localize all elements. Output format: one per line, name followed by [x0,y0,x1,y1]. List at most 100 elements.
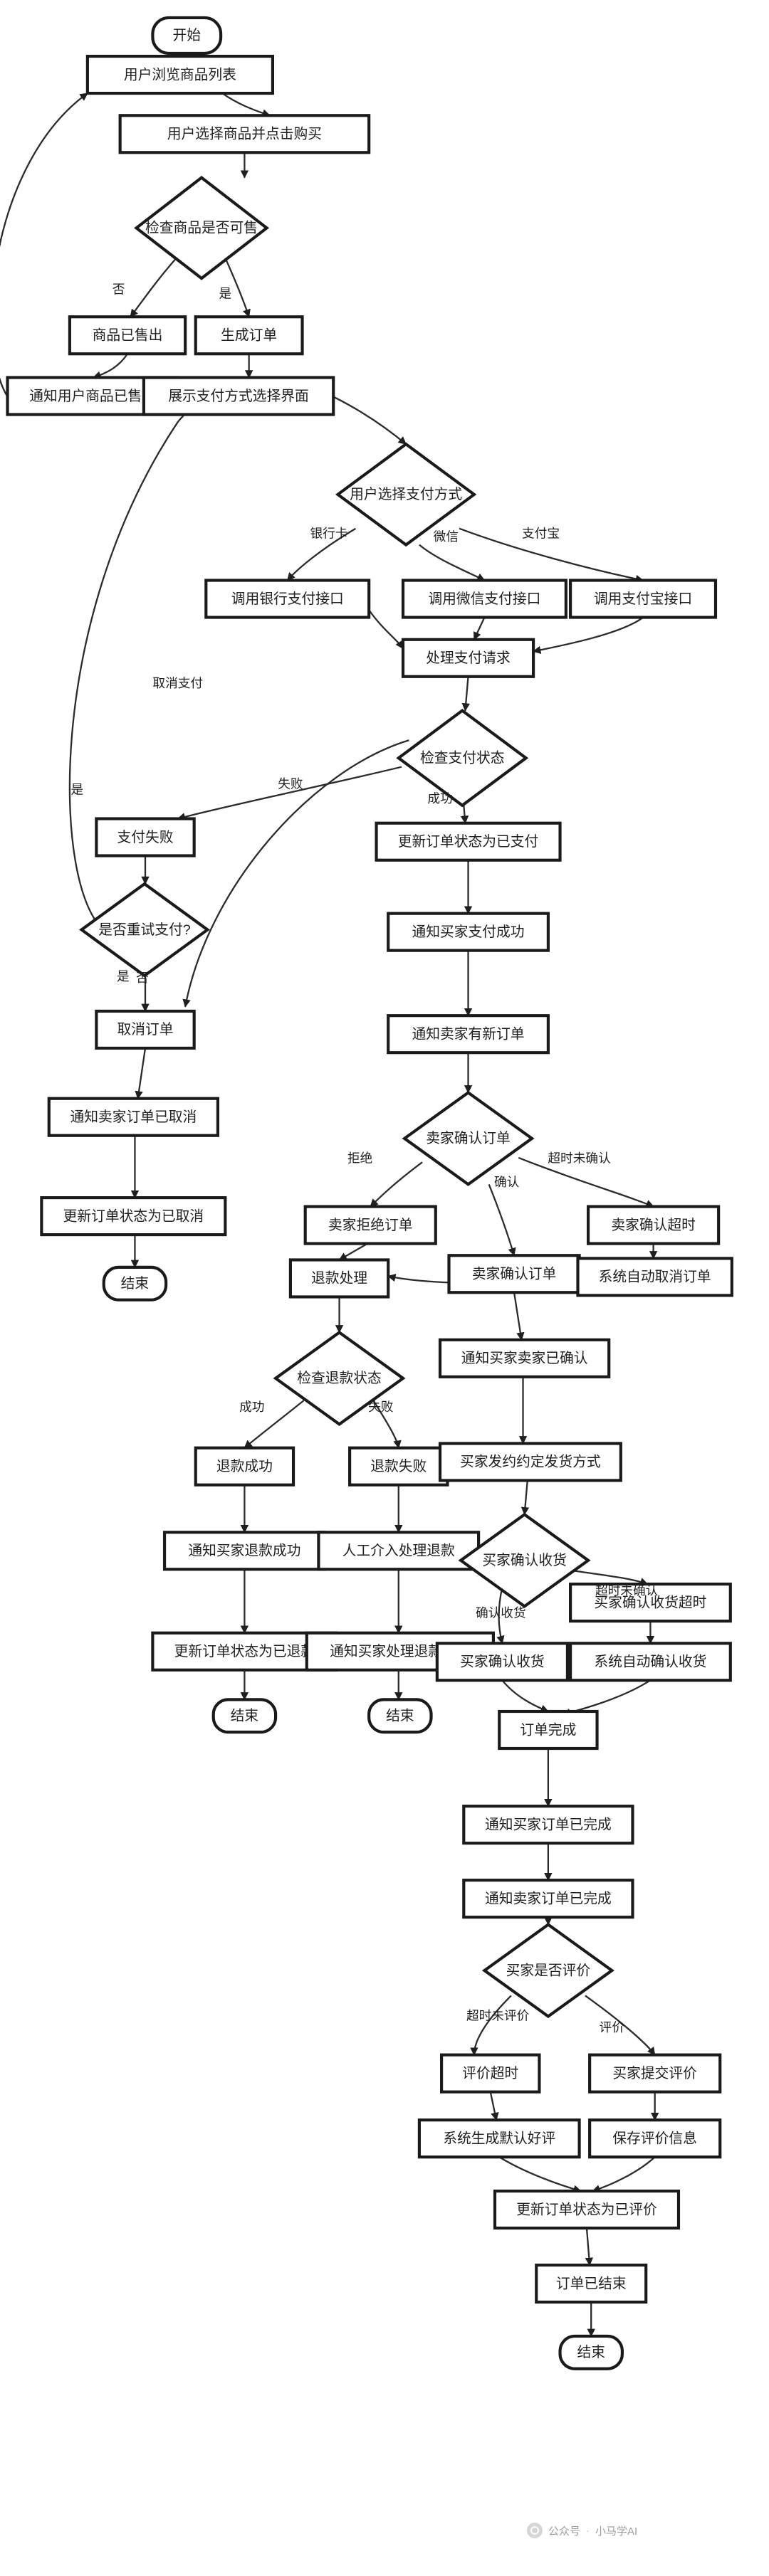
process-shape [95,1009,196,1050]
flow-node-review_timeout[interactable]: 评价超时 [440,2053,541,2094]
edge-label: 评价 [600,2020,625,2034]
process-shape [440,2053,541,2094]
flow-node-auto_good_review[interactable]: 系统生成默认好评 [417,2118,581,2159]
flow-node-notify_refund_ok[interactable]: 通知买家退款成功 [162,1531,326,1571]
flow-node-seller_confirm_order[interactable]: 卖家确认订单 [447,1254,581,1294]
flow-node-end_final[interactable]: 结束 [558,2334,624,2370]
node-label: 通知买家支付成功 [412,924,525,940]
node-label: 结束 [231,1709,259,1724]
flow-node-choose_pay[interactable]: 用户选择支付方式 [335,442,477,547]
node-label: 通知卖家订单已取消 [70,1109,197,1125]
flow-node-browse[interactable]: 用户浏览商品列表 [85,54,275,95]
flow-node-notify_seller_done[interactable]: 通知卖家订单已完成 [462,1879,634,1919]
flow-node-select[interactable]: 用户选择商品并点击购买 [118,114,371,154]
flow-node-buyer_review[interactable]: 买家是否评价 [481,1923,614,2019]
process-shape [317,1531,481,1571]
flow-node-auto_cancel[interactable]: 系统自动取消订单 [576,1257,733,1297]
process-shape [569,579,718,619]
flow-node-notify_seller_order[interactable]: 通知卖家有新订单 [387,1014,550,1055]
flow-node-status_reviewed[interactable]: 更新订单状态为已评价 [493,2190,681,2230]
flow-node-check_refund[interactable]: 检查退款状态 [273,1330,406,1426]
node-label: 买家发约约定发货方式 [460,1455,601,1470]
flow-node-seller_confirm[interactable]: 卖家确认订单 [402,1090,535,1186]
flow-node-save_review[interactable]: 保存评价信息 [588,2118,722,2159]
flow-node-notify_buyer_done[interactable]: 通知买家订单已完成 [462,1805,634,1845]
flow-node-gen_order[interactable]: 生成订单 [194,315,304,356]
flow-node-pay_fail[interactable]: 支付失败 [95,817,196,857]
flow-node-notify_buyer_paid[interactable]: 通知买家支付成功 [387,912,550,952]
flow-node-start[interactable]: 开始 [151,16,223,55]
watermark-separator: · [586,2524,590,2537]
node-label: 通知卖家有新订单 [412,1026,525,1042]
edge-label: 失败 [368,1400,394,1414]
process-shape [118,114,371,154]
edge-label: 成功 [427,791,452,806]
terminator-shape [211,1698,278,1734]
node-label: 退款失败 [370,1459,427,1474]
flow-node-status_cancelled[interactable]: 更新订单状态为已取消 [40,1196,227,1237]
flow-node-refund_fail[interactable]: 退款失败 [348,1446,449,1487]
flow-node-bank_api[interactable]: 调用银行支付接口 [204,579,371,619]
process-shape [85,54,275,95]
node-label: 更新订单状态为已取消 [63,1208,204,1224]
flow-node-notify_buyer_confirmed[interactable]: 通知买家卖家已确认 [438,1338,611,1378]
flow-node-show_pay_ui[interactable]: 展示支付方式选择界面 [142,376,335,416]
flow-node-wechat_api[interactable]: 调用微信支付接口 [401,579,567,619]
flow-node-handle_pay[interactable]: 处理支付请求 [401,638,535,678]
node-label: 订单已结束 [556,2276,627,2291]
node-label: 检查商品是否可售 [145,221,258,236]
flow-node-notify_refund_abnormal[interactable]: 通知买家处理退款异常 [305,1631,495,1672]
flow-node-auto_confirm_recv[interactable]: 系统自动确认收货 [569,1642,732,1682]
decision-shape [402,1090,535,1186]
node-label: 评价超时 [462,2066,518,2081]
process-shape [493,2190,681,2230]
process-shape [142,376,335,416]
flow-node-buyer_confirm_node[interactable]: 买家确认收货 [435,1642,570,1682]
flow-node-refund_process[interactable]: 退款处理 [288,1258,390,1299]
flow-node-status_paid[interactable]: 更新订单状态为已支付 [375,821,562,862]
node-label: 调用支付宝接口 [594,591,692,607]
flow-node-buyer_do_review[interactable]: 买家提交评价 [588,2053,722,2094]
flow-node-cancel_order[interactable]: 取消订单 [95,1009,196,1050]
node-label: 退款成功 [216,1459,273,1474]
process-shape [387,1014,550,1055]
flow-node-end_cancel[interactable]: 结束 [102,1265,168,1302]
flow-node-seller_reject[interactable]: 卖家拒绝订单 [303,1205,437,1245]
node-label: 通知买家处理退款异常 [330,1644,471,1659]
flow-node-order_done[interactable]: 订单完成 [498,1709,599,1751]
flow-node-alipay_api[interactable]: 调用支付宝接口 [569,579,718,619]
flow-node-buyer_confirm_recv[interactable]: 买家确认收货 [458,1512,591,1608]
node-label: 人工介入处理退款 [342,1543,455,1559]
flow-node-retry_pay[interactable]: 是否重试支付? [79,882,210,978]
process-shape [417,2118,581,2159]
decision-shape [79,882,210,978]
flow-node-order_closed[interactable]: 订单已结束 [535,2264,648,2304]
node-label: 展示支付方式选择界面 [168,389,309,404]
watermark-prefix: 公众号 [548,2525,581,2538]
node-label: 调用微信支付接口 [428,591,540,607]
flow-node-notify_cancel[interactable]: 通知卖家订单已取消 [47,1097,220,1137]
node-label: 用户浏览商品列表 [124,67,236,83]
flow-node-seller_ship[interactable]: 买家发约约定发货方式 [438,1442,622,1482]
process-shape [586,1205,721,1245]
edge-label: 微信 [434,529,459,544]
flow-node-refund_ok[interactable]: 退款成功 [194,1446,295,1487]
flow-node-check_pay[interactable]: 检查支付状态 [396,709,529,808]
node-label: 通知买家卖家已确认 [461,1351,588,1366]
flow-node-end_refund_fail[interactable]: 结束 [367,1698,433,1734]
node-label: 商品已售出 [93,327,163,343]
flow-node-sold_out[interactable]: 商品已售出 [68,315,187,356]
node-label: 买家是否评价 [506,1963,591,1978]
watermark-name: 小马学AI [595,2525,638,2538]
flow-node-check_stock[interactable]: 检查商品是否可售 [134,176,270,280]
process-shape [47,1097,220,1137]
flow-node-manual_refund[interactable]: 人工介入处理退款 [317,1531,481,1571]
node-label: 生成订单 [221,327,277,343]
flow-node-seller_timeout_node[interactable]: 卖家确认超时 [586,1205,721,1245]
flow-node-end_refund[interactable]: 结束 [211,1698,278,1734]
process-shape [462,1879,634,1919]
flow-node-recv_timeout[interactable]: 买家确认收货超时 [569,1583,732,1623]
edge-label-layer: 否是银行卡微信支付宝失败成功是否取消支付是拒绝确认超时未确认成功失败确认收货超时… [70,282,658,2034]
